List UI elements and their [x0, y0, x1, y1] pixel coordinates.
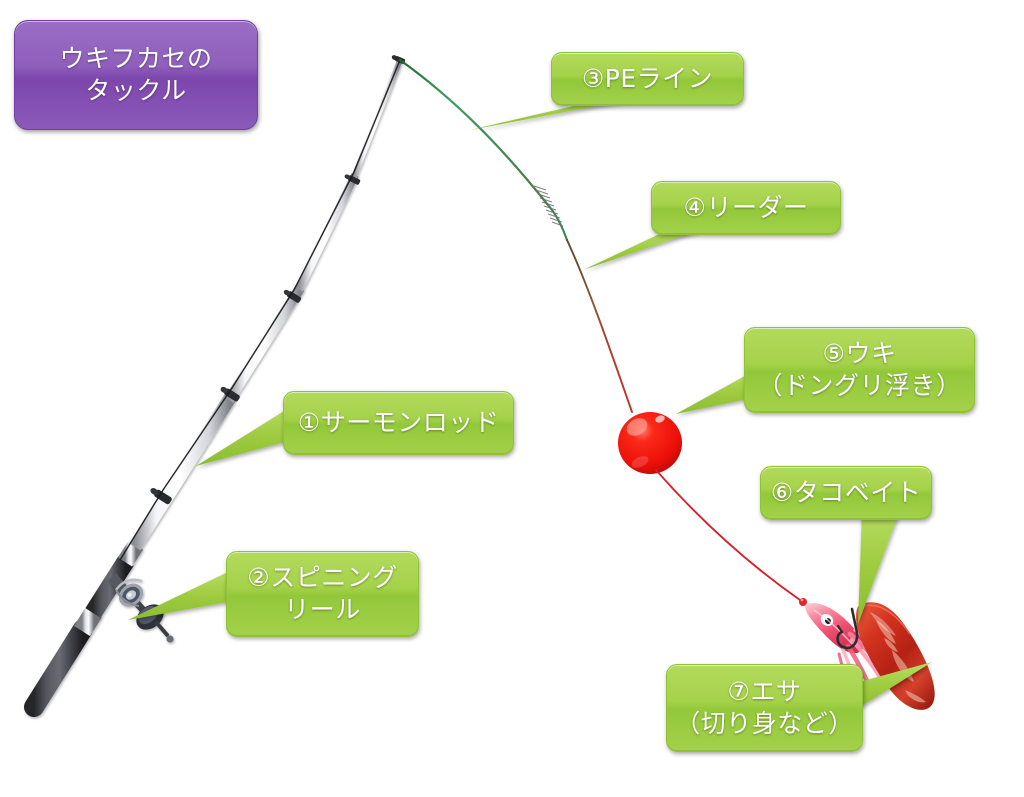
tail-peline	[470, 98, 640, 130]
callout-tako-label: ⑥タコベイト	[770, 478, 922, 507]
callout-leader-label: ④リーダー	[683, 193, 809, 222]
callout-tako[interactable]: ⑥タコベイト	[760, 466, 932, 520]
tail-esa	[852, 662, 932, 712]
callout-leader[interactable]: ④リーダー	[651, 181, 841, 235]
lower-line	[655, 469, 801, 601]
callout-esa[interactable]: ⑦エサ （切り身など）	[666, 664, 863, 752]
title-box: ウキフカセの タックル	[14, 20, 258, 130]
fish-hook	[836, 607, 859, 650]
fishing-rod	[24, 55, 406, 717]
callout-reel-label: ②スピニング リール	[247, 563, 398, 624]
tail-leader	[583, 230, 700, 270]
title-text: ウキフカセの タックル	[59, 44, 213, 105]
callout-reel[interactable]: ②スピニング リール	[226, 551, 419, 637]
tail-tako	[858, 510, 900, 624]
tail-rod	[196, 406, 292, 466]
leader-line	[566, 239, 633, 413]
pe-line	[398, 58, 550, 207]
callout-float[interactable]: ⑤ウキ （ドングリ浮き）	[744, 327, 975, 413]
callout-esa-label: ⑦エサ （切り身など）	[675, 677, 854, 738]
callout-peline[interactable]: ③PEライン	[551, 52, 744, 106]
callout-rod[interactable]: ①サーモンロッド	[283, 391, 514, 455]
tail-reel	[128, 572, 228, 620]
callout-rod-label: ①サーモンロッド	[297, 408, 500, 437]
float-uki	[618, 412, 682, 474]
esa-bait	[856, 602, 935, 710]
tail-float	[676, 372, 752, 414]
fg-knot	[533, 185, 564, 227]
callout-peline-label: ③PEライン	[581, 64, 714, 93]
callout-float-label: ⑤ウキ （ドングリ浮き）	[757, 339, 962, 400]
